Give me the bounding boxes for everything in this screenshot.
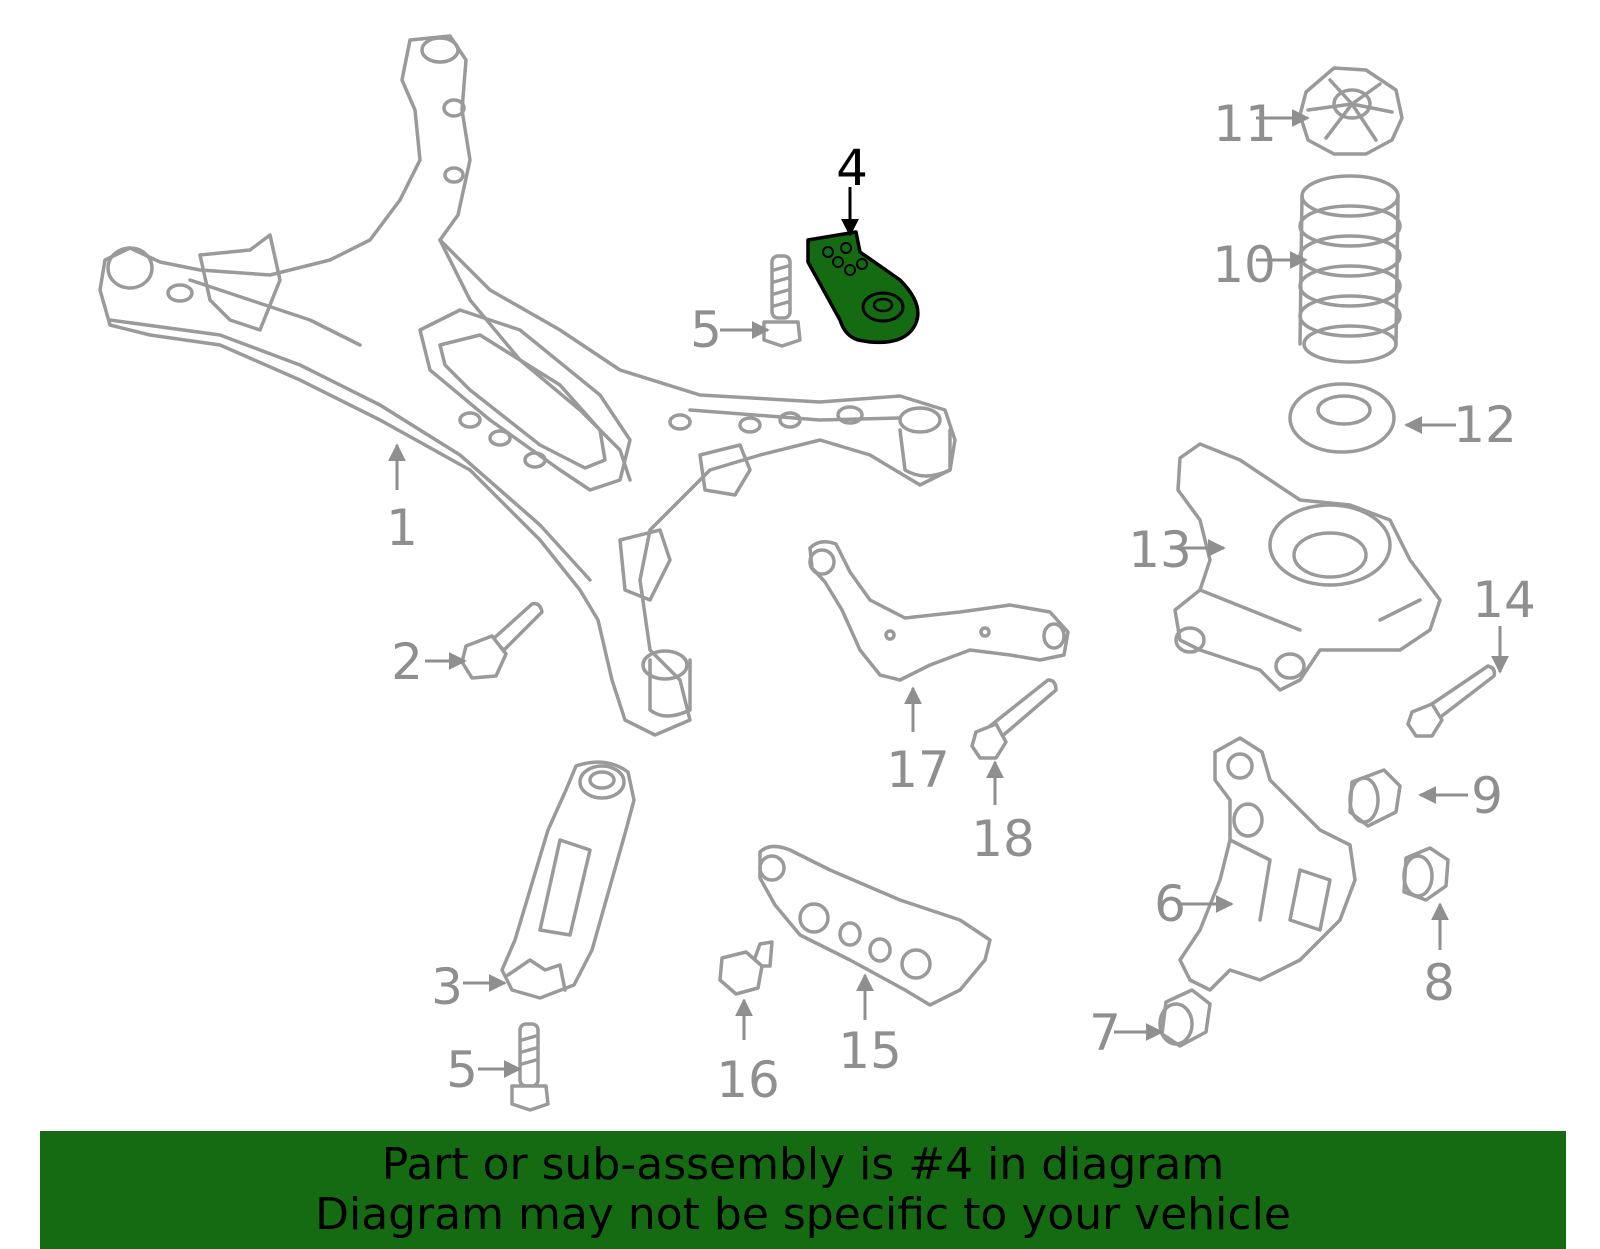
callout-2[interactable]: 2: [391, 633, 423, 691]
callout-6[interactable]: 6: [1154, 875, 1186, 933]
callout-3[interactable]: 3: [431, 958, 463, 1016]
part-18-bolt[interactable]: [970, 678, 1058, 760]
part-17-upper-arm[interactable]: [808, 540, 1070, 682]
part-5-bolt-upper[interactable]: [762, 254, 802, 348]
callout-13[interactable]: 13: [1128, 521, 1192, 579]
part-3-lower-arm[interactable]: [500, 760, 636, 1000]
part-13-carrier[interactable]: [1173, 442, 1442, 692]
callout-16[interactable]: 16: [716, 1051, 780, 1109]
info-banner: Part or sub-assembly is #4 in diagram Di…: [40, 1131, 1566, 1249]
callout-10[interactable]: 10: [1212, 236, 1276, 294]
leader-arrows: [388, 109, 1509, 1078]
callout-12[interactable]: 12: [1453, 396, 1517, 454]
callout-1[interactable]: 1: [386, 499, 418, 557]
callout-17[interactable]: 17: [886, 741, 950, 799]
callout-14[interactable]: 14: [1472, 571, 1536, 629]
callout-labels: 1 2 3 4 5 5 6 7 8 9 10 11 12 13 14 15 16…: [386, 95, 1536, 1109]
banner-line-1: Part or sub-assembly is #4 in diagram: [381, 1139, 1225, 1190]
part-11-bump-stop[interactable]: [1298, 66, 1404, 156]
callout-15[interactable]: 15: [838, 1022, 902, 1080]
part-9-bushing[interactable]: [1348, 768, 1402, 828]
callout-5-lower[interactable]: 5: [446, 1041, 478, 1099]
part-1-subframe[interactable]: [98, 34, 957, 737]
callout-7[interactable]: 7: [1089, 1004, 1121, 1062]
callout-4[interactable]: 4: [836, 139, 868, 197]
part-5-bolt-lower[interactable]: [510, 1022, 550, 1112]
part-2-bolt[interactable]: [460, 601, 544, 680]
part-7-bushing[interactable]: [1158, 988, 1212, 1048]
callout-9[interactable]: 9: [1471, 767, 1503, 825]
part-8-bushing[interactable]: [1402, 846, 1450, 902]
part-16-bolt[interactable]: [718, 940, 774, 996]
callout-18[interactable]: 18: [971, 810, 1035, 868]
part-6-knuckle[interactable]: [1178, 736, 1357, 992]
part-14-bolt[interactable]: [1406, 664, 1497, 738]
banner-line-2: Diagram may not be specific to your vehi…: [315, 1189, 1291, 1240]
callout-5-upper[interactable]: 5: [690, 301, 722, 359]
part-12-spring-seat[interactable]: [1288, 382, 1396, 454]
callout-8[interactable]: 8: [1423, 954, 1455, 1012]
callout-11[interactable]: 11: [1213, 95, 1277, 153]
part-4-bracket-highlighted[interactable]: [806, 230, 920, 345]
part-10-coil-spring[interactable]: [1298, 174, 1402, 364]
part-15-link[interactable]: [758, 844, 992, 1007]
